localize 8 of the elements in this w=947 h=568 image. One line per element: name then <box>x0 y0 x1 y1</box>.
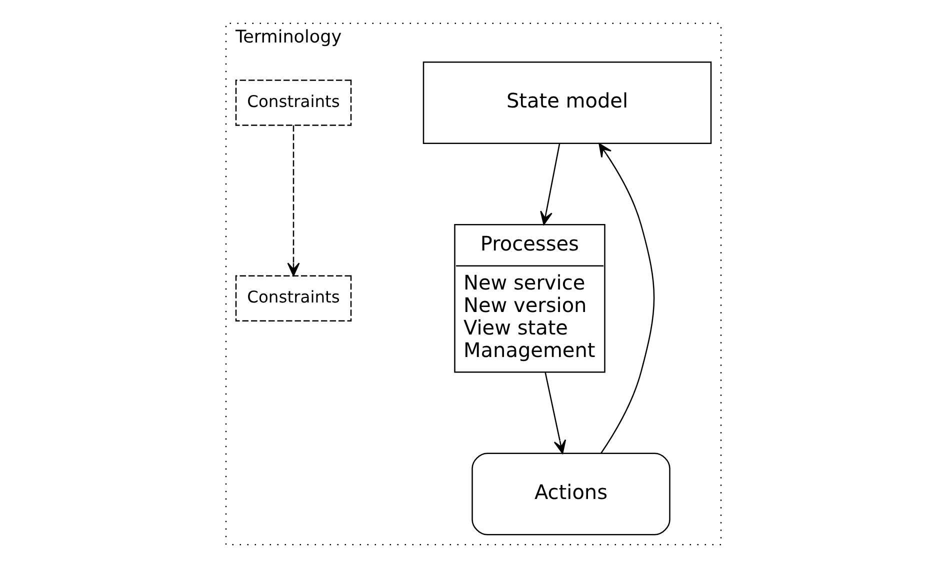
node-box: Constraints <box>235 275 352 322</box>
node-box: Constraints <box>235 80 352 126</box>
node-box: State model <box>422 62 712 144</box>
arrow <box>287 125 300 276</box>
arrow <box>540 143 560 226</box>
arrow <box>598 143 655 454</box>
node-box: Actions <box>472 452 670 536</box>
arrow <box>544 372 566 454</box>
